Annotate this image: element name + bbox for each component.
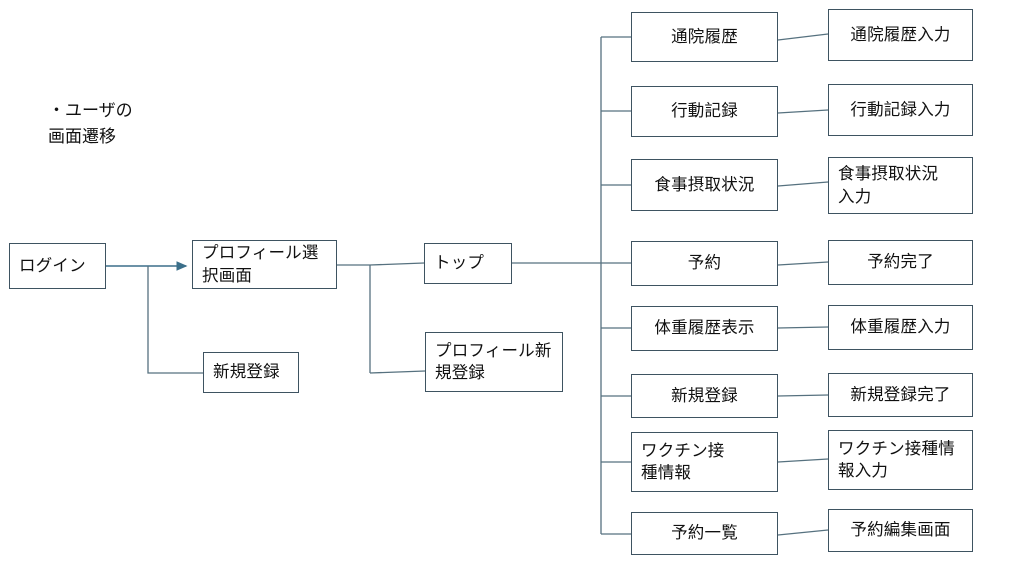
node-meal-status-input[interactable]: 食事摂取状況 入力	[828, 157, 973, 214]
node-vaccine-info-label: ワクチン接 種情報	[641, 440, 725, 482]
node-visit-history-input[interactable]: 通院履歴入力	[828, 9, 973, 61]
edge-activity-log-to-input	[777, 109, 829, 114]
node-signup-left-label: 新規登録	[213, 362, 280, 382]
node-login-label: ログイン	[19, 255, 86, 275]
edge-to-top	[369, 262, 425, 266]
node-activity-log-input[interactable]: 行動記録入力	[828, 84, 973, 136]
node-login[interactable]: ログイン	[9, 243, 106, 289]
node-signup-left[interactable]: 新規登録	[203, 352, 299, 393]
node-profile-select-label: プロフィール選 択画面	[202, 243, 319, 285]
node-top[interactable]: トップ	[424, 243, 512, 284]
node-meal-status-label: 食事摂取状況	[654, 174, 755, 194]
node-vaccine-info-input-label: ワクチン接種情 報入力	[838, 438, 955, 480]
node-visit-history-label: 通院履歴	[671, 26, 738, 46]
node-reservation-label: 予約	[687, 253, 722, 273]
node-activity-log-label: 行動記録	[671, 101, 738, 121]
edge-login-to-signup	[147, 266, 203, 374]
node-signup-right-done[interactable]: 新規登録完了	[828, 373, 973, 417]
node-reservation-done[interactable]: 予約完了	[828, 240, 973, 285]
node-reservation-list-label: 予約一覧	[671, 523, 738, 543]
node-visit-history-input-label: 通院履歴入力	[850, 24, 951, 44]
node-reservation[interactable]: 予約	[631, 241, 778, 286]
node-reservation-list[interactable]: 予約一覧	[631, 512, 778, 555]
node-signup-right-done-label: 新規登録完了	[850, 384, 951, 404]
node-reservation-done-label: 予約完了	[867, 252, 934, 272]
node-activity-log[interactable]: 行動記録	[631, 86, 778, 137]
node-activity-log-input-label: 行動記録入力	[850, 99, 951, 119]
edge-reservation-to-done	[777, 261, 829, 266]
node-top-label: トップ	[434, 253, 485, 273]
diagram-note: ・ユーザの 画面遷移	[48, 101, 133, 148]
node-profile-select[interactable]: プロフィール選 択画面	[192, 240, 337, 289]
edge-weight-history-to-input	[777, 326, 829, 329]
edge-to-profile-new	[369, 370, 426, 374]
node-profile-new[interactable]: プロフィール新 規登録	[425, 332, 563, 392]
edge-visit-history-to-input	[777, 33, 829, 41]
edge-signup-to-done	[777, 394, 829, 397]
node-weight-history-label: 体重履歴表示	[654, 318, 755, 338]
node-weight-history[interactable]: 体重履歴表示	[631, 306, 778, 351]
node-signup-right[interactable]: 新規登録	[631, 374, 778, 418]
node-weight-history-input[interactable]: 体重履歴入力	[828, 305, 973, 350]
node-weight-history-input-label: 体重履歴入力	[850, 317, 951, 337]
node-vaccine-info[interactable]: ワクチン接 種情報	[631, 432, 778, 492]
node-signup-right-label: 新規登録	[671, 385, 738, 405]
node-meal-status-input-label: 食事摂取状況 入力	[838, 164, 939, 206]
node-profile-new-label: プロフィール新 規登録	[435, 340, 552, 382]
node-reservation-edit[interactable]: 予約編集画面	[828, 509, 973, 552]
node-visit-history[interactable]: 通院履歴	[631, 12, 778, 62]
node-reservation-edit-label: 予約編集画面	[850, 520, 951, 540]
edge-vaccine-to-input	[777, 458, 829, 463]
edge-reservation-list-to-edit	[777, 529, 829, 536]
node-vaccine-info-input[interactable]: ワクチン接種情 報入力	[828, 430, 973, 490]
edge-meal-status-to-input	[777, 181, 829, 187]
node-meal-status[interactable]: 食事摂取状況	[631, 159, 778, 211]
